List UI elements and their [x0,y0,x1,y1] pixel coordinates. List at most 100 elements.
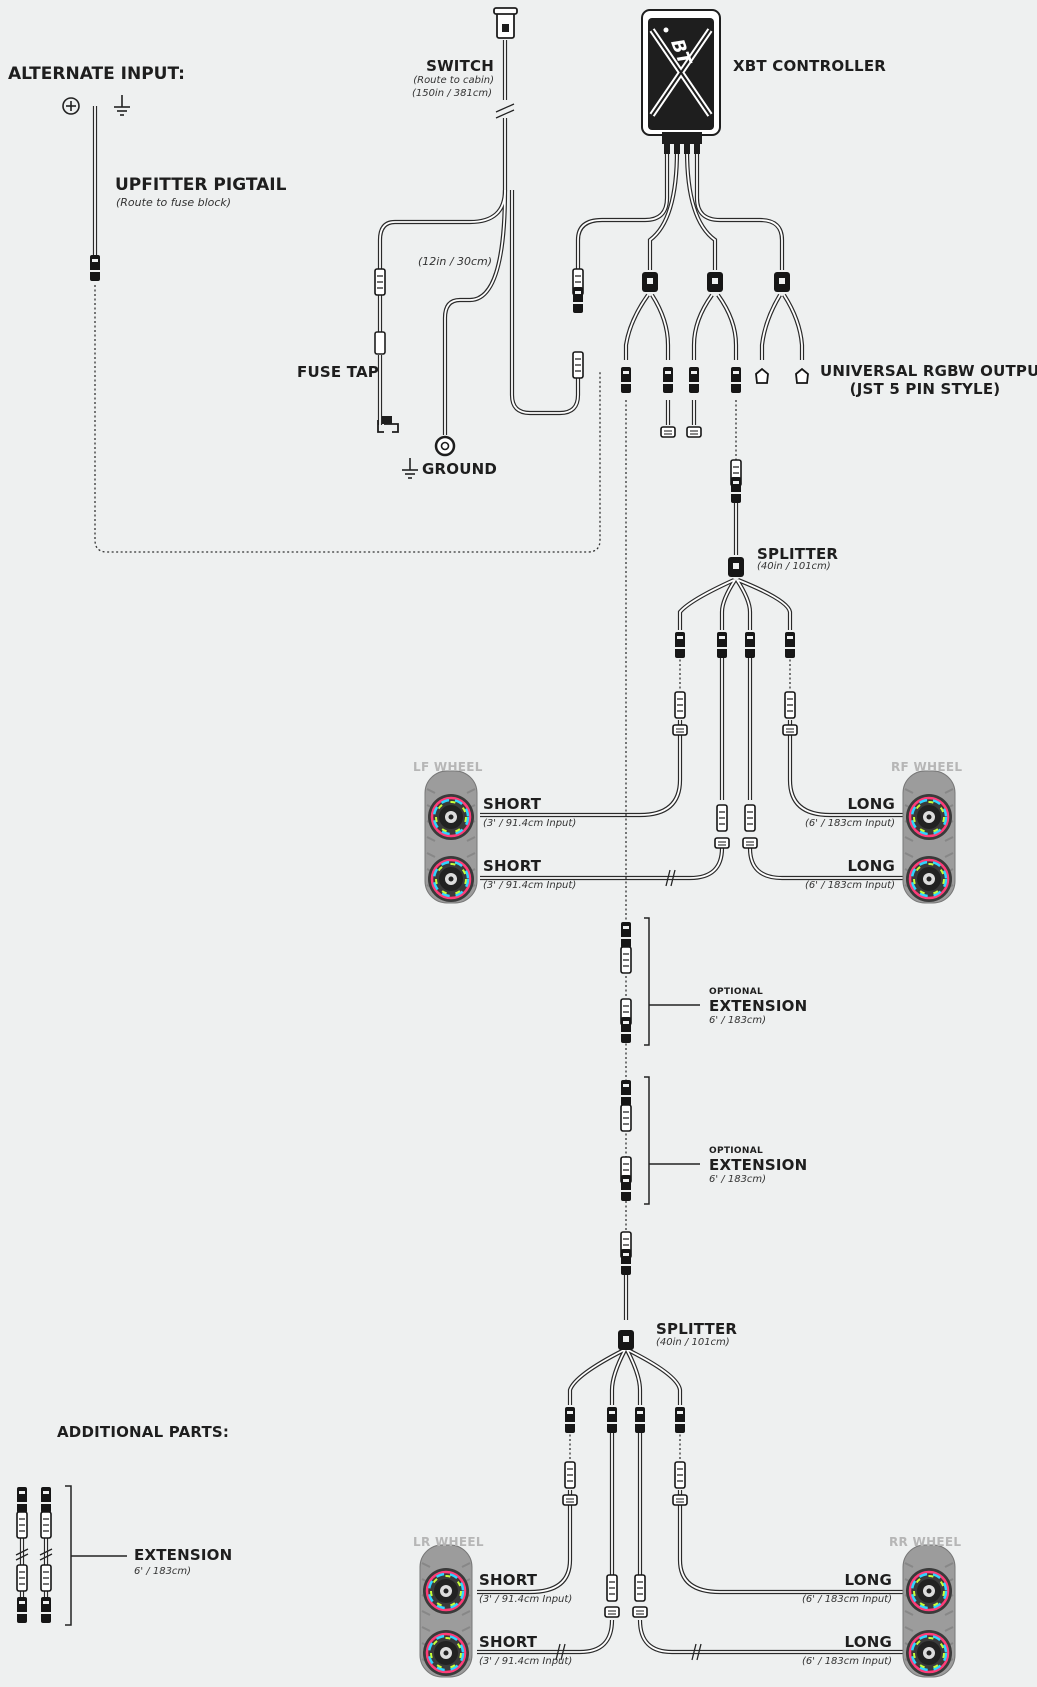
rf-bottom-connector [744,804,756,832]
splitter2-out-1 [564,1407,576,1433]
rr-wheel-label: RR WHEEL [889,1535,962,1549]
lf-bottom-connector [716,804,728,832]
lr-wheel-label: LR WHEEL [413,1535,484,1549]
upfitter-pigtail-sub: (Route to fuse block) [116,196,232,209]
extension-part-sub: 6' / 183cm) [134,1566,192,1577]
cable-break-marks [15,103,702,1661]
rf-wheel-icon [901,769,957,905]
plus-symbol-icon [62,97,80,115]
additional-parts-heading: ADDITIONAL PARTS: [57,1423,230,1441]
extension-part-label: EXTENSION [134,1546,233,1564]
optional-extension-2 [620,1076,700,1205]
jst-output-1-icon [755,368,769,384]
optional-1-label: OPTIONAL [709,987,764,997]
output-connector-1 [620,367,632,393]
rr-bottom-connector-cap [632,1606,648,1618]
lr-top-connector-cap [562,1494,578,1506]
ground-length-label: (12in / 30cm) [418,255,493,268]
rgbw-outputs-label-line2: (JST 5 PIN STYLE) [849,380,1001,398]
dotted-routes [94,285,791,1460]
alternate-input-heading: ALTERNATE INPUT: [8,64,185,84]
splitter2-input-plug [620,1249,632,1275]
output-cap-2 [686,426,702,438]
splitter-1-sub: (40in / 101cm) [757,561,831,572]
input-connector-plug [572,287,584,313]
fuse-tap-label: FUSE TAP [297,363,379,381]
output-connector-3 [688,367,700,393]
switch-sub-1: (Route to cabin) [413,75,494,86]
splitter1-out-1 [674,632,686,658]
extension-1-sub: 6' / 183cm) [709,1015,767,1026]
splitter-1-label: SPLITTER [757,545,839,563]
switch-label: SWITCH [426,57,494,75]
extension-2-sub: 6' / 183cm) [709,1174,767,1185]
rf-top-connector [784,691,796,719]
lf-top-sub: (3' / 91.4cm Input) [483,818,577,829]
lr-wheel-icon [418,1543,474,1679]
output-connector-4 [730,367,742,393]
rr-top-length: LONG [844,1571,892,1589]
splitter1-input-plug [730,477,742,503]
rf-wheel-label: RF WHEEL [891,760,963,774]
upfitter-pigtail-connector [89,255,101,281]
lf-wheel-label: LF WHEEL [413,760,483,774]
rf-bottom-length: LONG [847,857,895,875]
lf-bottom-sub: (3' / 91.4cm Input) [483,880,577,891]
lf-wheel-icon [423,769,479,905]
lf-top-length: SHORT [483,795,542,813]
splitter-2-sub: (40in / 101cm) [656,1337,730,1348]
lr-bottom-connector-cap [604,1606,620,1618]
rr-bottom-length: LONG [844,1633,892,1651]
output-y-junction-3 [774,272,790,292]
lr-bottom-length: SHORT [479,1633,538,1651]
splitter2-out-2 [606,1407,618,1433]
wire-fills [21,40,905,1653]
rf-top-length: LONG [847,795,895,813]
splitter2-out-3 [634,1407,646,1433]
splitter1-out-3 [744,632,756,658]
fuse-tap-connector [374,268,386,296]
output-cap-1 [660,426,676,438]
optional-extension-1 [620,917,700,1046]
extension-1-label: EXTENSION [709,997,808,1015]
splitter-2-label: SPLITTER [656,1320,738,1338]
switch-sub-2: (150in / 381cm) [411,88,492,99]
xbt-controller-icon [641,9,721,154]
rgbw-outputs-label-line1: UNIVERSAL RGBW OUTPUTS [820,362,1037,380]
rf-top-connector-cap [782,724,798,736]
rr-top-sub: (6' / 183cm Input) [801,1594,892,1605]
lf-top-connector [674,691,686,719]
input-connector-lower [572,351,584,379]
switch-icon [493,7,518,39]
ground-ring-terminal-icon [434,435,456,457]
lr-top-length: SHORT [479,1571,538,1589]
ground-label-symbol-icon [402,458,418,479]
splitter2-body [618,1330,634,1350]
rf-top-sub: (6' / 183cm Input) [804,818,895,829]
rf-bottom-sub: (6' / 183cm Input) [804,880,895,891]
extension-2-label: EXTENSION [709,1156,808,1174]
ground-label: GROUND [422,460,497,478]
jst-output-2-icon [795,368,809,384]
splitter1-out-2 [716,632,728,658]
splitter2-out-4 [674,1407,686,1433]
output-connector-2 [662,367,674,393]
optional-2-label: OPTIONAL [709,1146,764,1156]
splitter1-body [728,557,744,577]
rf-bottom-connector-cap [742,837,758,849]
additional-extension-part-icon [16,1485,127,1626]
rr-top-connector-cap [672,1494,688,1506]
lr-top-sub: (3' / 91.4cm Input) [479,1594,573,1605]
rr-bottom-sub: (6' / 183cm Input) [801,1656,892,1667]
output-y-junction-1 [642,272,658,292]
rr-top-connector [674,1461,686,1489]
lr-bottom-connector [606,1574,618,1602]
ground-symbol-icon [114,95,130,116]
rr-bottom-connector [634,1574,646,1602]
output-y-junction-2 [707,272,723,292]
upfitter-pigtail-label: UPFITTER PIGTAIL [115,175,287,195]
lr-bottom-sub: (3' / 91.4cm Input) [479,1656,573,1667]
lr-top-connector [564,1461,576,1489]
fuse-tap-icon [374,331,399,433]
